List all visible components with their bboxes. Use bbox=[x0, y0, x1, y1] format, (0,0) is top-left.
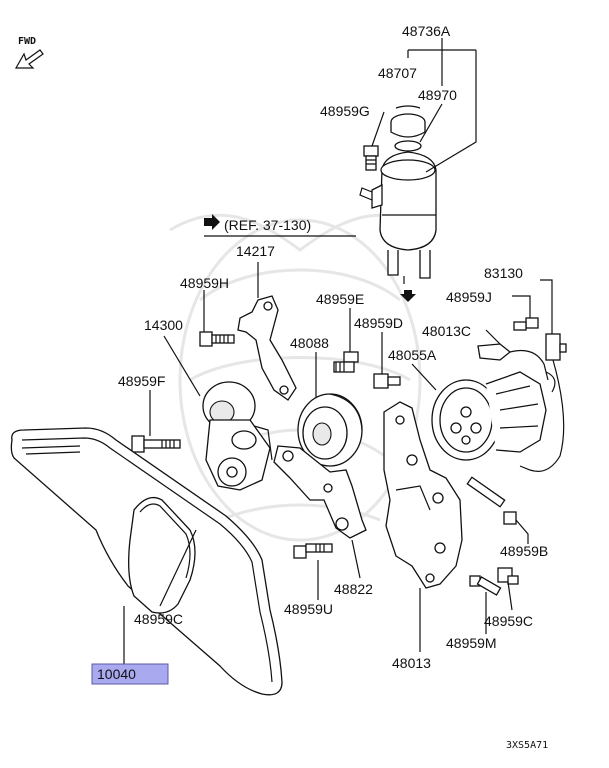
label-48959M: 48959M bbox=[446, 635, 497, 651]
label-48959C-right: 48959C bbox=[484, 613, 533, 629]
drive-belt-10040 bbox=[10, 427, 283, 696]
hose-fitting-48013C bbox=[545, 371, 556, 393]
tensioner-14300 bbox=[202, 381, 273, 491]
label-48959B: 48959B bbox=[500, 543, 548, 559]
bolt-48959J bbox=[513, 317, 539, 331]
ref-arrow-icon bbox=[204, 214, 220, 230]
reservoir-tank bbox=[359, 151, 437, 284]
cap-o-ring bbox=[394, 140, 422, 152]
bracket-14217 bbox=[237, 295, 297, 401]
label-48959U: 48959U bbox=[284, 601, 333, 617]
bolt-48959D bbox=[373, 373, 401, 389]
label-48707: 48707 bbox=[378, 65, 417, 81]
pressure-switch-83130 bbox=[519, 333, 567, 472]
label-48959H: 48959H bbox=[180, 275, 229, 291]
bolt-48959M bbox=[469, 575, 502, 596]
label-83130: 83130 bbox=[484, 265, 523, 281]
label-48959E: 48959E bbox=[316, 291, 364, 307]
reservoir-cap bbox=[390, 105, 426, 138]
label-48959G: 48959G bbox=[320, 103, 370, 119]
bolt-48959H bbox=[199, 331, 235, 347]
drawing-code: 3XS5A71 bbox=[506, 740, 548, 751]
bolt-48959C-right bbox=[497, 567, 519, 585]
label-14217: 14217 bbox=[236, 243, 275, 259]
label-48959C-left: 48959C bbox=[134, 611, 183, 627]
bracket-48013 bbox=[383, 401, 463, 589]
label-48013C: 48013C bbox=[422, 323, 471, 339]
highlighted-part-10040[interactable]: 10040 bbox=[91, 663, 169, 685]
down-arrow-icon bbox=[400, 290, 416, 302]
bracket-48822 bbox=[273, 445, 367, 539]
label-48013: 48013 bbox=[392, 655, 431, 671]
bolt-48959F bbox=[131, 435, 181, 453]
bolt-48959B bbox=[466, 476, 517, 525]
label-48959D: 48959D bbox=[354, 315, 403, 331]
part-labels: 48736A 48707 48970 48959G (REF. 37-130) … bbox=[118, 23, 548, 671]
label-48970: 48970 bbox=[418, 87, 457, 103]
label-48736A: 48736A bbox=[402, 23, 451, 39]
label-reference: (REF. 37-130) bbox=[224, 217, 311, 233]
leader-lines bbox=[123, 38, 553, 664]
label-10040: 10040 bbox=[97, 666, 136, 682]
label-48959F: 48959F bbox=[118, 373, 165, 389]
label-48088: 48088 bbox=[290, 335, 329, 351]
forward-direction-indicator: FWD bbox=[14, 36, 44, 69]
bolt-48959U bbox=[293, 543, 333, 559]
idler-pulley-48088 bbox=[297, 393, 363, 467]
label-48055A: 48055A bbox=[388, 347, 437, 363]
reservoir-bolt bbox=[363, 145, 379, 171]
bolt-48959E bbox=[333, 351, 359, 373]
fwd-arrow-icon bbox=[14, 49, 44, 69]
fwd-label: FWD bbox=[18, 36, 36, 47]
power-steering-pump bbox=[431, 343, 549, 461]
label-48959J: 48959J bbox=[446, 289, 492, 305]
label-14300: 14300 bbox=[144, 317, 183, 333]
label-48822: 48822 bbox=[334, 581, 373, 597]
